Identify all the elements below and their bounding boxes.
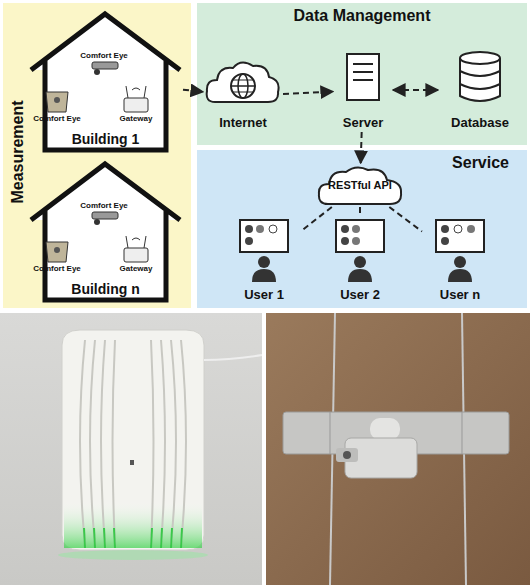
- node-label: User 1: [226, 287, 302, 302]
- icon-node: Database: [438, 48, 522, 132]
- api-cloud: RESTful API: [316, 163, 404, 207]
- node-label: Building 1: [28, 131, 183, 147]
- node-label: RESTful API: [316, 163, 404, 207]
- device-label: Comfort Eye: [80, 201, 128, 210]
- device-label: Comfort Eye: [33, 264, 81, 273]
- node-label: Measurement: [9, 92, 27, 212]
- node-label: Building n: [28, 281, 183, 297]
- device-label: Comfort Eye: [80, 51, 128, 60]
- sensor-bracket: [283, 313, 509, 585]
- device-label: Comfort Eye: [33, 114, 81, 123]
- group-panel: ServiceRESTful API User 1 User 2 User n: [197, 150, 527, 308]
- building-node: Building n: [28, 160, 183, 303]
- building-node: Building 1: [28, 10, 183, 153]
- device-label: Gateway: [120, 264, 153, 273]
- icon-node: Server: [333, 48, 393, 132]
- group-panel: Data ManagementInternet Server Database: [197, 3, 527, 145]
- comfort-eye-device: [58, 330, 262, 560]
- node-label: Data Management: [197, 7, 527, 25]
- photo-background: [266, 313, 530, 585]
- icon-node: Internet: [203, 60, 283, 132]
- node-label: Internet: [203, 115, 283, 130]
- node-label: User 2: [322, 287, 398, 302]
- photo-background: [0, 313, 262, 585]
- node-label: Server: [333, 115, 393, 130]
- device-label: Gateway: [120, 114, 153, 123]
- node-label: User n: [422, 287, 498, 302]
- icon-node: User 1: [226, 216, 302, 304]
- icon-node: User 2: [322, 216, 398, 304]
- node-label: Service: [452, 154, 509, 172]
- node-label: Database: [438, 115, 522, 130]
- icon-node: User n: [422, 216, 498, 304]
- group-panel: MeasurementBuilding 1 Building n: [3, 3, 191, 308]
